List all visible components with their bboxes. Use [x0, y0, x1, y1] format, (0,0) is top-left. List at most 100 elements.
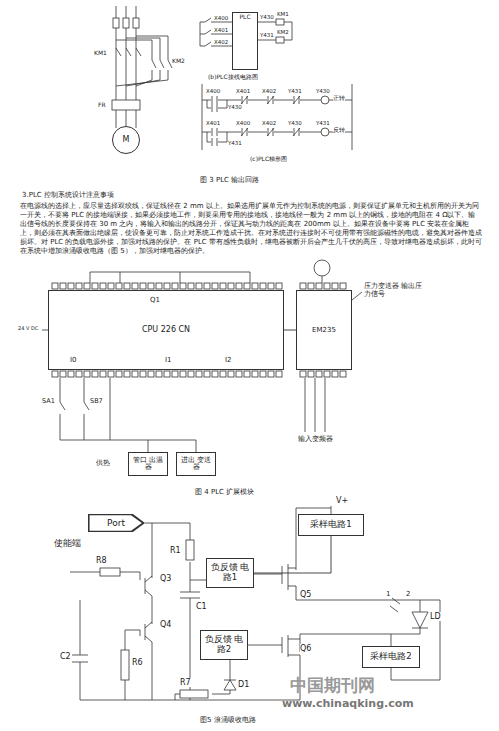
wire [202, 100, 352, 108]
wire [52, 283, 58, 289]
label-text: Y431 [288, 88, 302, 94]
wire [202, 132, 352, 142]
label-text: SA1 [42, 398, 55, 405]
wire [220, 283, 226, 289]
wire [80, 690, 240, 700]
box-text: EM235 [312, 326, 336, 334]
label-text: Y430 [260, 14, 274, 20]
wire [267, 128, 274, 136]
wire [241, 128, 248, 136]
label-text: FR [98, 102, 106, 109]
wire [156, 371, 162, 377]
label-text: Y430 [228, 104, 242, 110]
wire [212, 138, 217, 146]
label-text: 2 [406, 590, 410, 598]
label-text: 24 V DC [18, 326, 38, 332]
wire [204, 283, 210, 289]
label-text: R1 [170, 546, 181, 555]
label-text: Q1 [150, 296, 160, 304]
wire [60, 371, 66, 377]
connector-wire [254, 536, 331, 573]
wire [196, 283, 202, 289]
wire [308, 283, 314, 289]
connector-wire [284, 330, 296, 331]
wire [100, 568, 120, 576]
label-text: Q6 [300, 644, 311, 653]
wire [211, 97, 218, 103]
wire [332, 283, 338, 289]
wire [228, 283, 234, 289]
wire [202, 84, 352, 150]
wire [293, 96, 300, 104]
wire [68, 283, 74, 289]
body-paragraph: 在电源线的选择上，应尽量选择双绞线，保证线径在 2 mm 以上。如果选用扩展单元… [20, 202, 482, 257]
wire [276, 371, 282, 377]
surge-circuit [70, 506, 440, 700]
label-text: 供热 [96, 460, 110, 467]
label-text: 反转 [333, 127, 345, 134]
label-text: 图 3 PLC 输出回路 [200, 176, 259, 184]
wire [68, 371, 74, 377]
wire [212, 128, 217, 136]
wire [84, 283, 90, 289]
label-text: (c)PLC梯形图 [250, 156, 287, 163]
wire [204, 371, 210, 377]
wire [72, 600, 140, 700]
wire [180, 283, 186, 289]
label-text: KM2 [172, 58, 185, 65]
wire [84, 371, 90, 377]
wire [268, 371, 274, 377]
wire [276, 19, 284, 25]
wire [241, 96, 248, 104]
wire [113, 18, 119, 28]
wire [172, 283, 178, 289]
wire [267, 97, 274, 103]
wire [148, 283, 154, 289]
label-text: Y431 [260, 32, 274, 38]
wire [316, 283, 322, 289]
expansion-wiring [42, 260, 362, 452]
wire [121, 650, 129, 680]
wire [108, 283, 114, 289]
circuit-box: 负反馈 电路1 [206, 558, 254, 588]
wire [196, 371, 202, 377]
label-text: X401 [206, 120, 220, 126]
wire [252, 283, 258, 289]
wire [116, 371, 122, 377]
wire [267, 129, 274, 135]
motor-circle: M [112, 126, 140, 154]
wire [391, 600, 440, 680]
wire [133, 18, 139, 28]
wire [200, 18, 232, 46]
wire [188, 371, 194, 377]
label-text: Y431 [316, 120, 330, 126]
wire [92, 371, 98, 377]
wire [321, 96, 329, 104]
box-text: Port [107, 518, 125, 528]
box-text: 负反馈 电路1 [210, 563, 250, 583]
wire [116, 36, 172, 86]
box-text: CPU 226 CN [142, 325, 190, 334]
wire [241, 97, 248, 103]
wire [76, 283, 82, 289]
label-text: R7 [180, 678, 191, 687]
label-text: X401 [214, 27, 228, 33]
wire [230, 660, 231, 675]
label-text: Y431 [228, 140, 242, 146]
ladder-diagram [202, 84, 352, 150]
label-text: C1 [196, 602, 207, 611]
wire [172, 371, 178, 377]
box-text: 采样电路2 [370, 652, 411, 662]
wire [92, 283, 98, 289]
circuit-box: 进出 变送器 [176, 452, 216, 476]
box-text: 进出 变送器 [180, 457, 212, 472]
label-text: V+ [336, 496, 348, 505]
label-text: R6 [132, 658, 143, 667]
wire [340, 371, 346, 377]
wire [52, 371, 58, 377]
wire [211, 139, 218, 145]
wire [212, 283, 218, 289]
label-text: Q5 [300, 590, 311, 599]
wire [293, 129, 300, 135]
wire [300, 283, 306, 289]
